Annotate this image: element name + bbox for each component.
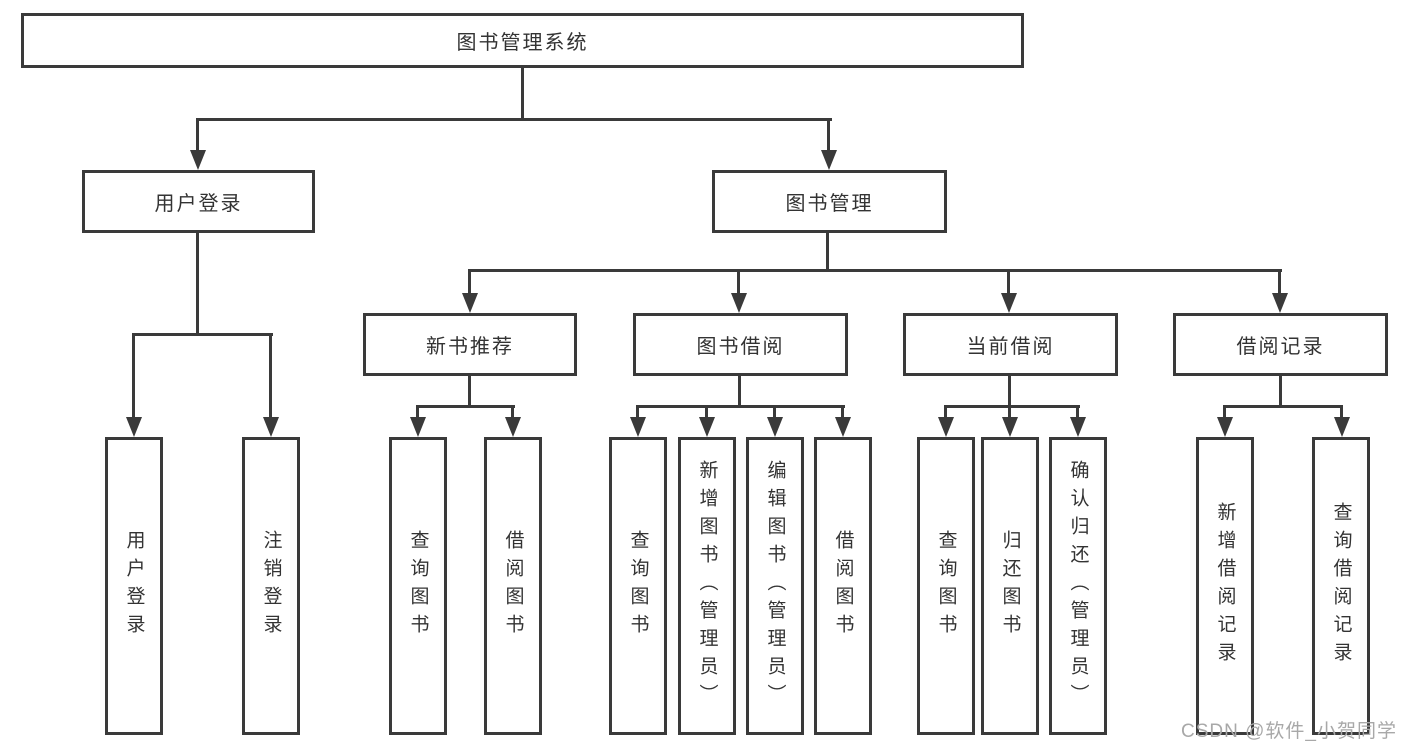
- leaf-query-books-1: 查询图书: [389, 437, 447, 735]
- node-label: 图书管理: [785, 193, 874, 215]
- arrow-down-icon: [1334, 417, 1350, 437]
- node-label: 查询借阅记录: [1330, 502, 1352, 670]
- leaf-query-borrow-record: 查询借阅记录: [1312, 437, 1370, 735]
- node-label: 查询图书: [627, 530, 649, 642]
- connector-line: [1223, 405, 1226, 419]
- node-current-borrow: 当前借阅: [903, 313, 1118, 376]
- connector-line: [841, 405, 844, 419]
- leaf-add-borrow-record: 新增借阅记录: [1196, 437, 1254, 735]
- connector-line: [416, 405, 419, 419]
- arrow-down-icon: [731, 293, 747, 313]
- connector-line: [196, 233, 199, 335]
- node-book-borrow: 图书借阅: [633, 313, 848, 376]
- connector-line: [636, 405, 639, 419]
- connector-line: [1278, 269, 1281, 293]
- node-library-system: 图书管理系统: [21, 13, 1024, 68]
- connector-line: [1279, 376, 1282, 408]
- node-label: 归还图书: [999, 530, 1021, 642]
- arrow-down-icon: [190, 150, 206, 170]
- watermark: CSDN @软件_小贺同学: [1181, 721, 1397, 742]
- connector-line: [1008, 376, 1011, 408]
- node-label: 用户登录: [123, 530, 145, 642]
- connector-line: [1007, 269, 1010, 293]
- node-label: 编辑图书（管理员）: [764, 460, 786, 712]
- arrow-down-icon: [938, 417, 954, 437]
- node-label: 查询图书: [935, 530, 957, 642]
- arrow-down-icon: [767, 417, 783, 437]
- arrow-down-icon: [263, 417, 279, 437]
- arrow-down-icon: [410, 417, 426, 437]
- arrow-down-icon: [1002, 417, 1018, 437]
- node-label: 新增图书（管理员）: [696, 460, 718, 712]
- node-label: 图书借阅: [696, 336, 785, 358]
- connector-line: [944, 405, 1080, 408]
- leaf-user-login: 用户登录: [105, 437, 163, 735]
- connector-line: [416, 405, 515, 408]
- node-borrow-record: 借阅记录: [1173, 313, 1388, 376]
- arrow-down-icon: [1272, 293, 1288, 313]
- arrow-down-icon: [630, 417, 646, 437]
- leaf-query-books-3: 查询图书: [917, 437, 975, 735]
- connector-line: [944, 405, 947, 419]
- connector-line: [737, 269, 740, 293]
- connector-line: [1340, 405, 1343, 419]
- connector-line: [1008, 405, 1011, 419]
- arrow-down-icon: [462, 293, 478, 313]
- leaf-logout: 注销登录: [242, 437, 300, 735]
- leaf-return-book: 归还图书: [981, 437, 1039, 735]
- connector-line: [773, 405, 776, 419]
- arrow-down-icon: [1070, 417, 1086, 437]
- leaf-query-books-2: 查询图书: [609, 437, 667, 735]
- leaf-add-book-admin: 新增图书（管理员）: [678, 437, 736, 735]
- connector-line: [826, 233, 829, 271]
- node-label: 确认归还（管理员）: [1067, 460, 1089, 712]
- node-label: 新增借阅记录: [1214, 502, 1236, 670]
- node-label: 图书管理系统: [456, 32, 589, 54]
- leaf-confirm-return-admin: 确认归还（管理员）: [1049, 437, 1107, 735]
- connector-line: [196, 118, 832, 121]
- connector-line: [1223, 405, 1343, 408]
- node-label: 新书推荐: [426, 336, 514, 358]
- leaf-borrow-books-1: 借阅图书: [484, 437, 542, 735]
- connector-line: [132, 333, 135, 417]
- arrow-down-icon: [699, 417, 715, 437]
- connector-line: [705, 405, 708, 419]
- connector-line: [511, 405, 514, 419]
- node-label: 注销登录: [260, 530, 282, 642]
- node-new-book-recommend: 新书推荐: [363, 313, 577, 376]
- connector-line: [636, 405, 845, 408]
- connector-line: [269, 333, 272, 417]
- leaf-borrow-books-2: 借阅图书: [814, 437, 872, 735]
- arrow-down-icon: [835, 417, 851, 437]
- node-label: 用户登录: [154, 193, 243, 215]
- connector-line: [827, 118, 830, 152]
- leaf-edit-book-admin: 编辑图书（管理员）: [746, 437, 804, 735]
- node-label: 借阅图书: [832, 530, 854, 642]
- node-label: 借阅记录: [1236, 336, 1325, 358]
- arrow-down-icon: [126, 417, 142, 437]
- connector-line: [1076, 405, 1079, 419]
- connector-line: [521, 68, 524, 120]
- arrow-down-icon: [1217, 417, 1233, 437]
- node-label: 查询图书: [407, 530, 429, 642]
- connector-line: [738, 376, 741, 408]
- connector-line: [468, 269, 471, 293]
- node-label: 借阅图书: [502, 530, 524, 642]
- arrow-down-icon: [505, 417, 521, 437]
- node-book-management: 图书管理: [712, 170, 947, 233]
- connector-line: [468, 269, 1282, 272]
- node-user-login: 用户登录: [82, 170, 315, 233]
- connector-line: [468, 376, 471, 408]
- arrow-down-icon: [1001, 293, 1017, 313]
- connector-line: [196, 118, 199, 152]
- node-label: 当前借阅: [966, 336, 1055, 358]
- arrow-down-icon: [821, 150, 837, 170]
- connector-line: [132, 333, 273, 336]
